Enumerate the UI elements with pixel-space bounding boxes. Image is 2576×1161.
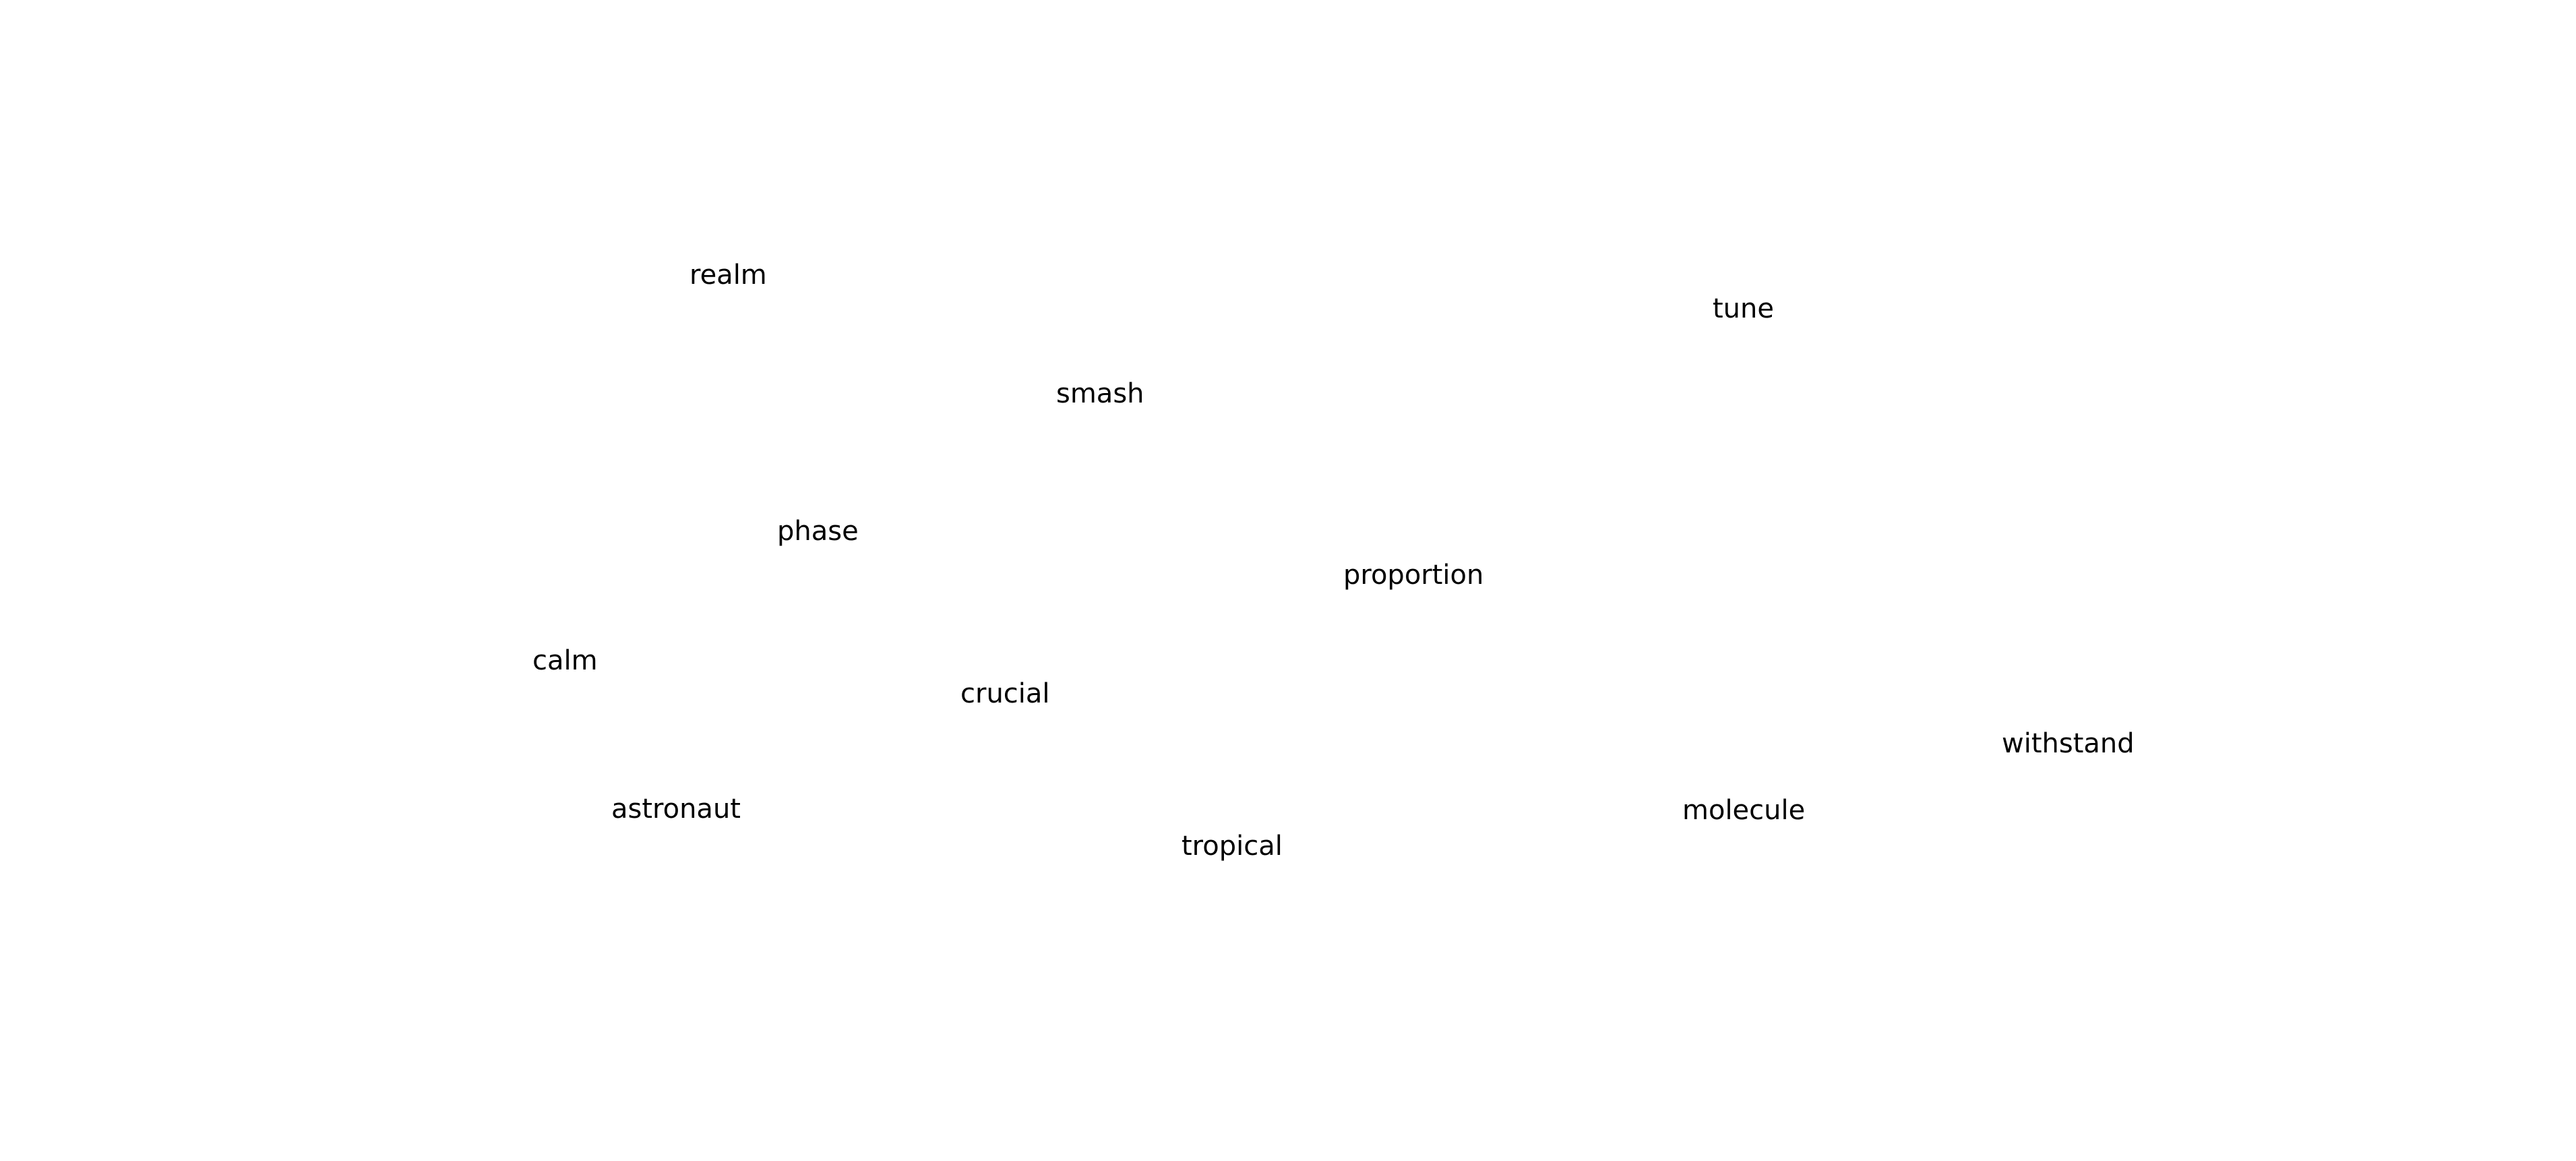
word-withstand[interactable]: withstand bbox=[2002, 728, 2135, 759]
word-phase[interactable]: phase bbox=[777, 516, 859, 547]
word-realm[interactable]: realm bbox=[689, 260, 767, 291]
word-calm[interactable]: calm bbox=[532, 645, 598, 676]
word-smash[interactable]: smash bbox=[1056, 378, 1144, 409]
word-proportion[interactable]: proportion bbox=[1343, 560, 1484, 591]
word-tune[interactable]: tune bbox=[1713, 293, 1774, 324]
word-tropical[interactable]: tropical bbox=[1182, 831, 1283, 862]
word-astronaut[interactable]: astronaut bbox=[611, 794, 741, 825]
word-molecule[interactable]: molecule bbox=[1682, 795, 1806, 826]
word-crucial[interactable]: crucial bbox=[960, 678, 1050, 709]
